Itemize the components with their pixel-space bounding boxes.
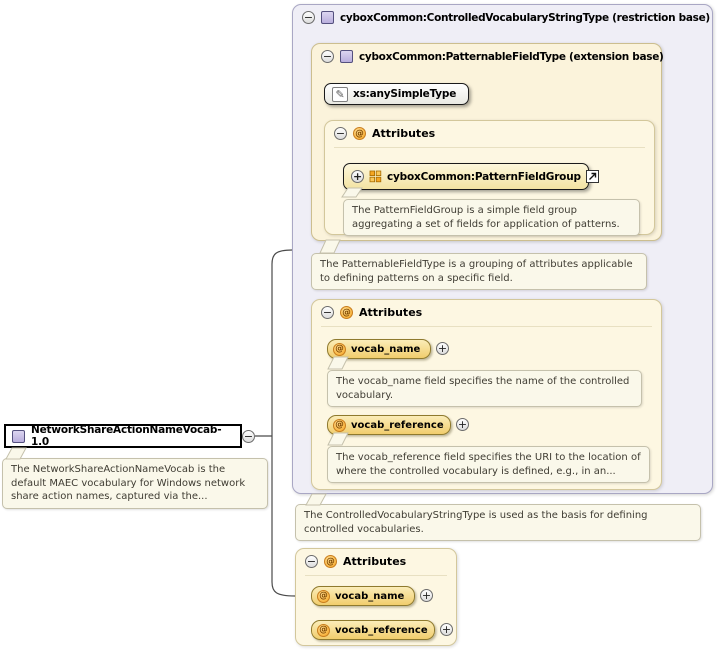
attributes-panel-local: Attributes vocab_name vocab_reference: [295, 548, 457, 646]
expand-toggle[interactable]: [440, 623, 453, 636]
complex-type-icon: [321, 11, 334, 24]
annotation-vocab-reference: The vocab_reference field specifies the …: [327, 446, 650, 483]
attributes-title: Attributes: [359, 306, 423, 319]
expand-toggle[interactable]: [420, 589, 433, 602]
expand-toggle[interactable]: [436, 342, 449, 355]
element-annotation: The NetworkShareActionNameVocab is the d…: [2, 458, 268, 509]
header-divider: [334, 147, 645, 148]
attribute-vocab-name[interactable]: vocab_name: [327, 339, 431, 359]
group-patternfieldgroup[interactable]: cyboxCommon:PatternFieldGroup: [343, 163, 599, 190]
simple-type-pencil-icon: [332, 86, 348, 102]
panel-patternablefieldtype: cyboxCommon:PatternableFieldType (extens…: [311, 43, 664, 241]
attributes-header: Attributes: [334, 127, 435, 140]
attributes-panel-patternable: Attributes cyboxCommon:PatternFiel: [324, 120, 655, 236]
attribute-label: vocab_reference: [351, 419, 444, 431]
attributes-title: Attributes: [372, 127, 436, 140]
collapse-toggle[interactable]: [321, 306, 334, 319]
attribute-at-icon: [324, 555, 337, 568]
panel-header: cyboxCommon:PatternableFieldType (extens…: [321, 50, 664, 63]
group-label: cyboxCommon:PatternFieldGroup: [387, 170, 581, 183]
element-networkshareactionnamevocab[interactable]: NetworkShareActionNameVocab-1.0: [4, 424, 242, 448]
attribute-label: vocab_name: [335, 590, 405, 602]
collapse-toggle[interactable]: [302, 11, 315, 24]
panel-title: cyboxCommon:PatternableFieldType (extens…: [359, 50, 664, 63]
attribute-label: vocab_reference: [335, 624, 428, 636]
attribute-group-icon: [369, 170, 382, 183]
base-type-box[interactable]: xs:anySimpleType: [324, 83, 469, 105]
attribute-vocab-reference[interactable]: vocab_reference: [311, 620, 435, 640]
complex-type-icon: [12, 429, 25, 443]
annotation-patternablefieldtype: The PatternableFieldType is a grouping o…: [311, 253, 647, 290]
jump-to-definition-icon[interactable]: [585, 170, 599, 183]
attribute-at-icon: [333, 418, 346, 432]
attribute-at-icon: [317, 623, 330, 637]
annotation-controlledvocabularystringtype: The ControlledVocabularyStringType is us…: [295, 504, 701, 541]
attributes-header: Attributes: [321, 306, 422, 319]
element-label: NetworkShareActionNameVocab-1.0: [31, 424, 222, 448]
attributes-title: Attributes: [343, 555, 407, 568]
attributes-header: Attributes: [305, 555, 406, 568]
annotation-vocab-name: The vocab_name field specifies the name …: [327, 370, 642, 407]
attributes-panel-controlledvocabulary: Attributes vocab_name The vocab_name fie…: [311, 299, 662, 490]
panel-controlledvocabularystringtype: cyboxCommon:ControlledVocabularyStringTy…: [292, 4, 713, 494]
attribute-at-icon: [353, 127, 366, 140]
panel-title: cyboxCommon:ControlledVocabularyStringTy…: [340, 11, 710, 24]
header-divider: [305, 575, 447, 576]
attribute-at-icon: [317, 589, 330, 603]
collapse-toggle[interactable]: [305, 555, 318, 568]
base-type-label: xs:anySimpleType: [353, 88, 457, 100]
element-collapse-toggle[interactable]: [242, 430, 255, 443]
attribute-vocab-reference[interactable]: vocab_reference: [327, 415, 451, 435]
attribute-at-icon: [340, 306, 353, 319]
collapse-toggle[interactable]: [334, 127, 347, 140]
attribute-at-icon: [333, 342, 346, 356]
collapse-toggle[interactable]: [321, 50, 334, 63]
header-divider: [321, 326, 652, 327]
complex-type-icon: [340, 50, 353, 63]
expand-toggle[interactable]: [351, 170, 364, 183]
panel-header: cyboxCommon:ControlledVocabularyStringTy…: [302, 11, 710, 24]
annotation-patternfieldgroup: The PatternFieldGroup is a simple field …: [343, 199, 640, 236]
attribute-label: vocab_name: [351, 343, 421, 355]
attribute-vocab-name[interactable]: vocab_name: [311, 586, 415, 606]
expand-toggle[interactable]: [456, 418, 469, 431]
